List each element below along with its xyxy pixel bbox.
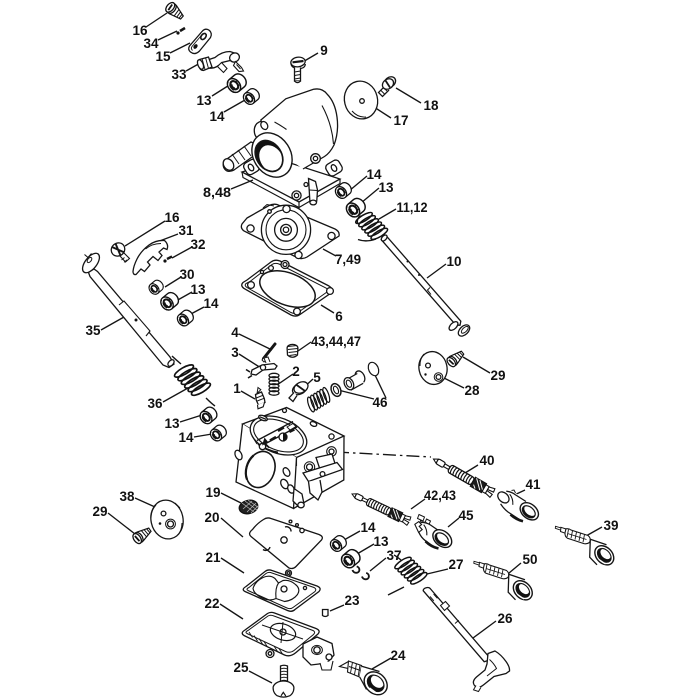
svg-text:10: 10 (446, 254, 461, 269)
svg-text:15: 15 (155, 49, 171, 64)
svg-text:1: 1 (233, 381, 241, 396)
svg-text:37: 37 (386, 548, 401, 563)
svg-text:32: 32 (190, 237, 205, 252)
svg-text:33: 33 (171, 67, 187, 82)
svg-text:40: 40 (479, 453, 494, 468)
svg-text:30: 30 (179, 267, 194, 282)
svg-text:14: 14 (360, 520, 376, 535)
svg-text:13: 13 (196, 93, 212, 108)
svg-text:13: 13 (378, 180, 394, 195)
svg-text:18: 18 (423, 98, 439, 113)
svg-text:43,44,47: 43,44,47 (311, 334, 361, 349)
svg-text:23: 23 (344, 593, 360, 608)
svg-text:4: 4 (231, 325, 239, 340)
svg-text:13: 13 (190, 282, 206, 297)
svg-text:45: 45 (458, 508, 474, 523)
svg-text:14: 14 (209, 109, 225, 124)
svg-text:42,43: 42,43 (424, 488, 456, 503)
svg-text:34: 34 (143, 36, 159, 51)
svg-text:7,49: 7,49 (335, 252, 361, 267)
svg-text:35: 35 (85, 323, 101, 338)
svg-text:25: 25 (233, 660, 249, 675)
svg-text:8,48: 8,48 (203, 185, 232, 200)
svg-text:11,12: 11,12 (397, 200, 428, 215)
svg-text:17: 17 (393, 113, 408, 128)
svg-text:22: 22 (204, 596, 219, 611)
svg-text:21: 21 (205, 550, 221, 565)
svg-text:38: 38 (119, 489, 135, 504)
svg-text:13: 13 (373, 534, 389, 549)
svg-text:50: 50 (522, 552, 537, 567)
svg-text:41: 41 (525, 477, 541, 492)
svg-text:20: 20 (204, 510, 219, 525)
svg-text:31: 31 (178, 223, 194, 238)
svg-text:14: 14 (203, 296, 219, 311)
svg-text:13: 13 (164, 416, 180, 431)
svg-text:14: 14 (366, 167, 382, 182)
svg-text:9: 9 (320, 43, 328, 58)
svg-text:24: 24 (390, 648, 406, 663)
svg-text:27: 27 (448, 557, 463, 572)
svg-text:16: 16 (164, 210, 180, 225)
svg-text:3: 3 (231, 345, 239, 360)
svg-text:6: 6 (335, 309, 343, 324)
svg-text:29: 29 (490, 368, 505, 383)
svg-text:39: 39 (603, 518, 618, 533)
svg-text:16: 16 (132, 23, 148, 38)
svg-text:28: 28 (464, 383, 480, 398)
svg-text:29: 29 (92, 504, 107, 519)
svg-text:2: 2 (292, 364, 300, 379)
svg-text:46: 46 (372, 395, 388, 410)
svg-text:14: 14 (178, 430, 194, 445)
svg-text:19: 19 (205, 485, 220, 500)
svg-text:5: 5 (313, 370, 321, 385)
svg-text:26: 26 (497, 611, 513, 626)
svg-text:36: 36 (147, 396, 163, 411)
